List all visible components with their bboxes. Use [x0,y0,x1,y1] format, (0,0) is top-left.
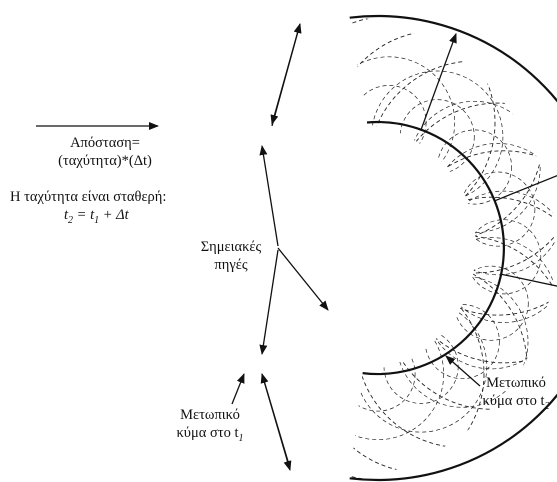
speed-constant-label: Η ταχύτητα είναι σταθερή: [10,189,167,205]
point-source-arrow-up [259,145,279,247]
point-sources-line2: πηγές [214,257,248,273]
wavefront-t1-arc [362,120,505,376]
wavefront-t2-label: Μετωπικό κύμα στο t2 [476,374,556,416]
time-equation: t2 = t1 + Δt [64,206,129,230]
point-sources-line1: Σημειακές [200,239,262,255]
wavefront-t1-line1: Μετωπικό [180,407,240,423]
wavelet-ring [460,171,536,247]
point-sources-label: Σημειακές πηγές [190,238,272,274]
wavefront-t1-pointer [231,373,245,405]
wavefront-t1-label: Μετωπικό κύμα στο t1 [168,406,252,448]
wavefront-t2-arc [349,14,557,482]
point-source-arrow-right [277,247,329,311]
wavefront-t2-sub: 2 [544,400,550,412]
propagation-arrow [501,273,557,287]
wavefront-t2-text: κύμα στο t [482,393,545,409]
time-equation-mid: = t [73,207,95,223]
distance-label-line1: Απόσταση= [70,135,140,151]
wavelet-ring [466,219,542,295]
top-edge-arrow-reverse [270,23,301,125]
distance-label-line2: (ταχύτητα)*(Δt) [58,153,152,169]
wavefront-t2-pointer [445,355,481,387]
wavefronts [349,14,557,482]
wavelet-ring [437,129,512,205]
propagation-arrows [231,23,557,471]
wavelet-ring [453,265,529,341]
wavelet-ring [424,304,500,380]
time-equation-t2: t [64,207,69,223]
point-source-arrow-down [259,249,279,355]
wavelet-ring [349,336,416,412]
time-equation-sub2: 2 [68,214,74,226]
wavefront-t1-sub: 1 [238,432,244,444]
distance-label: Απόσταση= (ταχύτητα)*(Δt) [40,134,170,170]
propagation-arrow [420,32,457,130]
propagation-arrow [494,174,557,202]
time-equation-sub1: 1 [94,214,100,226]
time-equation-tail: + Δt [99,207,129,223]
wavefront-t2-line2: κύμα στο t2 [476,392,556,416]
wavefront-t2-line1: Μετωπικό [486,375,546,391]
wavelet-ring [349,56,456,189]
bottom-edge-arrow-reverse [260,373,291,469]
wavefront-t1-line2: κύμα στο t1 [168,424,252,448]
wavefront-t1-text: κύμα στο t [176,425,239,441]
